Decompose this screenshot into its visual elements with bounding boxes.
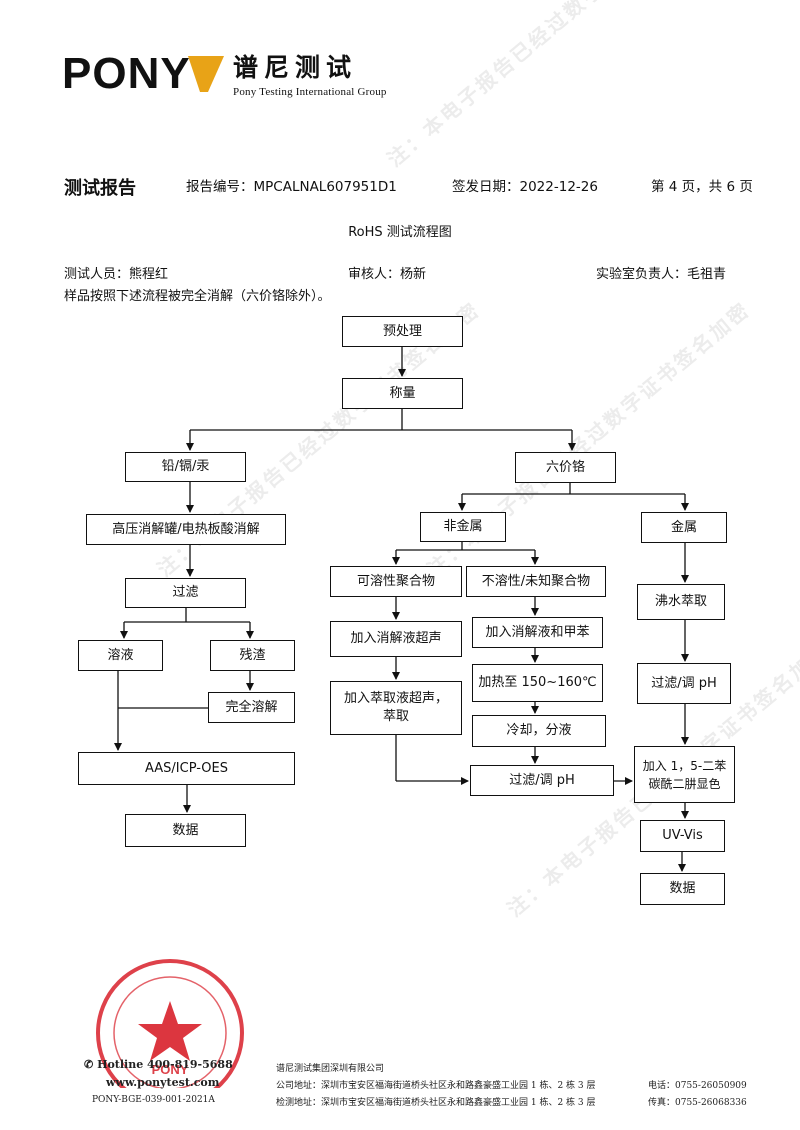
digestion-note: 样品按照下述流程被完全消解（六价铬除外）。: [64, 289, 331, 304]
step-add-extract-line1: 加入萃取液超声，: [343, 691, 448, 706]
step-add-extract-line2: 萃取: [382, 709, 409, 724]
official-stamp-icon: PONY: [96, 959, 244, 1088]
step-heavy-metals: 铅/镉/汞: [125, 452, 246, 482]
reviewer: 审核人：杨新: [348, 267, 427, 282]
step-filter-ph-mid: 过滤/调 pH: [470, 765, 614, 796]
report-number: 报告编号：MPCALNAL607951D1: [186, 179, 397, 195]
phone-icon: ✆: [84, 1058, 94, 1071]
company-address: 公司地址：深圳市宝安区福海街道桥头社区永和路鑫豪盛工业园 1 栋、2 栋 3 层: [276, 1081, 596, 1091]
hotline: ✆ Hotline 400-819-5688: [84, 1058, 233, 1071]
tester: 测试人员：熊程红: [64, 267, 169, 282]
lab-address: 检测地址：深圳市宝安区福海街道桥头社区永和路鑫豪盛工业园 1 栋、2 栋 3 层: [276, 1098, 596, 1108]
step-aas-icp: AAS/ICP-OES: [78, 752, 295, 785]
logo-accent-icon: [188, 56, 224, 92]
step-nonmetal: 非金属: [420, 512, 506, 542]
step-solution: 溶液: [78, 640, 163, 671]
step-pretreat: 预处理: [342, 316, 463, 347]
lab-head: 实验室负责人：毛祖青: [596, 267, 727, 282]
step-cool-separate: 冷却，分液: [472, 715, 606, 747]
step-add-extract: 加入萃取液超声， 萃取: [330, 681, 462, 735]
step-soluble-polymer: 可溶性聚合物: [330, 566, 462, 597]
form-number: PONY-BGE-039-001-2021A: [92, 1095, 215, 1105]
logo-wordmark: PONY: [62, 49, 191, 98]
footer-company: 谱尼测试集团深圳有限公司: [276, 1064, 385, 1074]
step-metal: 金属: [641, 512, 727, 543]
svg-text:PONY: PONY: [152, 1062, 189, 1077]
step-filter-ph-right: 过滤/调 pH: [637, 663, 731, 704]
step-residue: 残渣: [210, 640, 295, 671]
step-full-dissolve: 完全溶解: [208, 692, 295, 723]
step-weigh: 称量: [342, 378, 463, 409]
flow-title: RoHS 测试流程图: [348, 225, 452, 240]
sign-date: 签发日期：2022-12-26: [452, 179, 598, 195]
page-info: 第 4 页，共 6 页: [651, 179, 753, 195]
step-digest: 高压消解罐/电热板酸消解: [86, 514, 286, 545]
fax: 传真：0755-26068336: [648, 1098, 747, 1108]
step-heat: 加热至 150~160℃: [472, 664, 603, 702]
website[interactable]: www.ponytest.com: [106, 1076, 220, 1089]
step-boil-extract: 沸水萃取: [637, 584, 725, 620]
step-add-dpc-line1: 加入 1，5-二苯: [642, 758, 727, 773]
step-add-dpc-line2: 碳酰二肼显色: [648, 776, 721, 791]
step-add-dpc: 加入 1，5-二苯 碳酰二肼显色: [634, 746, 735, 803]
company-name-cn: 谱尼测试: [233, 53, 358, 82]
report-title: 测试报告: [64, 178, 136, 199]
step-filter: 过滤: [125, 578, 246, 608]
step-add-digest-ultrasound: 加入消解液超声: [330, 621, 462, 657]
telephone: 电话：0755-26050909: [648, 1081, 747, 1091]
step-data-right: 数据: [640, 873, 725, 905]
company-name-en: Pony Testing International Group: [233, 86, 387, 98]
step-add-digest-toluene: 加入消解液和甲苯: [472, 617, 603, 648]
step-insoluble-polymer: 不溶性/未知聚合物: [466, 566, 606, 597]
step-data-left: 数据: [125, 814, 246, 847]
step-cr6: 六价铬: [515, 452, 616, 483]
step-uv-vis: UV-Vis: [640, 820, 725, 852]
